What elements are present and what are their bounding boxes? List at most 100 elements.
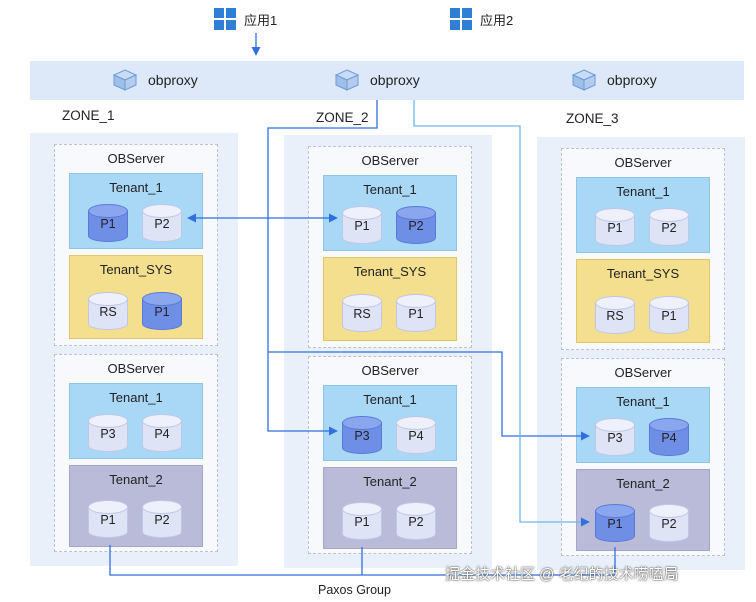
observer-title: OBServer [107, 361, 165, 376]
obproxy-icon [112, 69, 138, 91]
partition-replica: P1 [595, 504, 635, 542]
replica-label: P3 [354, 429, 370, 443]
tenant-title: Tenant_1 [109, 180, 163, 195]
replica-label: P1 [661, 309, 677, 323]
route-to-zone3-p3 [268, 351, 590, 441]
tenant-box: Tenant_1 P3 P4 [69, 383, 203, 459]
observer: OBServer Tenant_1 P3 P4 Tenant_2 P1 P2 [54, 354, 218, 552]
tenant-title: Tenant_2 [109, 472, 163, 487]
replica-label: P1 [607, 221, 623, 235]
partition-replica: P2 [396, 206, 436, 244]
tenant-title: Tenant_1 [363, 182, 417, 197]
app-1: 应用1 [214, 8, 277, 30]
obproxy-2: obproxy [334, 68, 420, 92]
partition-replica: P1 [88, 500, 128, 538]
observer-title: OBServer [361, 153, 419, 168]
partition-replica: P3 [88, 414, 128, 452]
partition-replica: P3 [342, 416, 382, 454]
obproxy-3-label: obproxy [607, 72, 657, 88]
replica-label: P2 [661, 517, 677, 531]
replica-label: RS [353, 307, 371, 321]
observer: OBServer Tenant_1 P3 P4 Tenant_2 P1 P2 [308, 356, 472, 554]
partition-replica: P1 [342, 502, 382, 540]
tenant-title: Tenant_SYS [606, 266, 680, 281]
app-2: 应用2 [450, 8, 513, 30]
replica-label: P4 [154, 427, 170, 441]
obproxy-3: obproxy [571, 68, 657, 92]
windows-icon [450, 8, 472, 30]
obproxy-1-label: obproxy [148, 72, 198, 88]
partition-replica: RS [88, 292, 128, 330]
partition-replica: P1 [595, 208, 635, 246]
tenant-title: Tenant_1 [616, 394, 670, 409]
partition-replica: P1 [396, 294, 436, 332]
tenant-box: Tenant_1 P1 P2 [69, 173, 203, 249]
replica-label: RS [606, 309, 624, 323]
partition-replica: P2 [649, 504, 689, 542]
obproxy-2-label: obproxy [370, 72, 420, 88]
partition-replica: P2 [142, 204, 182, 242]
windows-icon [214, 8, 236, 30]
replica-label: P2 [408, 515, 424, 529]
obproxy-1: obproxy [112, 68, 198, 92]
tenant-title: Tenant_1 [109, 390, 163, 405]
partition-replica: P2 [396, 502, 436, 540]
obproxy-bar [30, 61, 744, 100]
zone-2-label: ZONE_2 [316, 110, 369, 125]
replica-label: P3 [100, 427, 116, 441]
replica-label: P1 [607, 517, 623, 531]
replica-label: RS [99, 305, 117, 319]
replica-label: P4 [408, 429, 424, 443]
route-proxy-to-zone3-p1 [413, 100, 590, 527]
observer: OBServer Tenant_1 P1 P2 Tenant_SYS RS P1 [308, 146, 472, 348]
replica-label: P2 [661, 221, 677, 235]
replica-label: P1 [408, 307, 424, 321]
app-2-label: 应用2 [480, 12, 514, 28]
partition-replica: P1 [142, 292, 182, 330]
replica-label: P1 [154, 305, 170, 319]
partition-replica: P1 [88, 204, 128, 242]
partition-replica: P4 [649, 418, 689, 456]
replica-label: P3 [607, 431, 623, 445]
partition-replica: P2 [142, 500, 182, 538]
tenant-title: Tenant_SYS [99, 262, 173, 277]
tenant-title: Tenant_SYS [353, 264, 427, 279]
replica-label: P1 [100, 217, 116, 231]
zone-1-label: ZONE_1 [62, 108, 115, 123]
partition-replica: P2 [649, 208, 689, 246]
observer: OBServer Tenant_1 P1 P2 Tenant_SYS RS P1 [561, 148, 725, 350]
partition-replica: RS [595, 296, 635, 334]
observer-title: OBServer [107, 151, 165, 166]
observer: OBServer Tenant_1 P3 P4 Tenant_2 P1 P2 [561, 358, 725, 556]
watermark: 掘金技术社区 @ 老纪的技术唠嗑局 [445, 566, 679, 583]
partition-replica: P4 [142, 414, 182, 452]
tenant-box: Tenant_1 P3 P4 [323, 385, 457, 461]
tenant-title: Tenant_2 [363, 474, 417, 489]
tenant-title: Tenant_1 [616, 184, 670, 199]
observer-title: OBServer [361, 363, 419, 378]
tenant-box: Tenant_1 P1 P2 [323, 175, 457, 251]
app-1-label: 应用1 [244, 12, 278, 28]
tenant-box: Tenant_SYS RS P1 [69, 255, 203, 339]
tenant-box: Tenant_2 P1 P2 [323, 467, 457, 549]
route-proxy-to-zone2-p3 [267, 100, 378, 436]
paxos-group-label: Paxos Group [318, 583, 391, 597]
partition-replica: P4 [396, 416, 436, 454]
replica-label: P1 [354, 219, 370, 233]
replica-label: P1 [100, 513, 116, 527]
replica-label: P2 [408, 219, 424, 233]
tenant-box: Tenant_SYS RS P1 [576, 259, 710, 343]
partition-replica: P1 [342, 206, 382, 244]
tenant-title: Tenant_1 [363, 392, 417, 407]
observer-title: OBServer [614, 155, 672, 170]
replica-label: P1 [354, 515, 370, 529]
observer: OBServer Tenant_1 P1 P2 Tenant_SYS RS P1 [54, 144, 218, 346]
obproxy-icon [334, 69, 360, 91]
replica-label: P2 [154, 513, 170, 527]
partition-replica: P1 [649, 296, 689, 334]
tenant-box: Tenant_2 P1 P2 [69, 465, 203, 547]
partition-replica: P3 [595, 418, 635, 456]
replica-label: P2 [154, 217, 170, 231]
obproxy-icon [571, 69, 597, 91]
